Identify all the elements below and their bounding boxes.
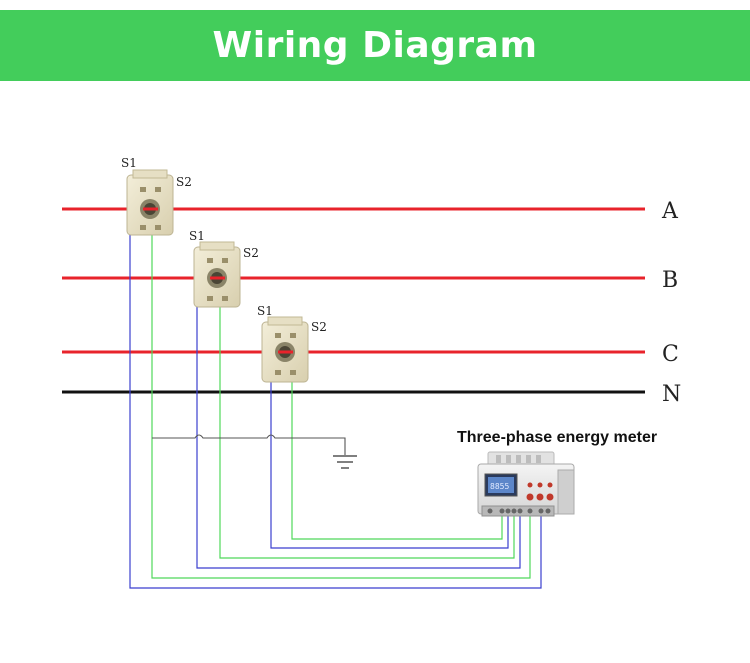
page-title: Wiring Diagram: [212, 25, 538, 66]
s2-wire-a: [151, 232, 531, 579]
ct-c-s2-label: S2: [311, 320, 327, 334]
s1-wire-c: [270, 378, 509, 549]
ct-a-s1-label: S1: [121, 156, 137, 170]
s1-wire-a: [129, 232, 542, 589]
energy-meter: 8855: [477, 451, 575, 517]
s1-wires: [129, 232, 542, 589]
phase-lines: [62, 207, 645, 394]
ground-bus: [152, 434, 346, 455]
ct-b-s1-label: S1: [189, 229, 205, 243]
ct-b-s2-label: S2: [243, 246, 259, 260]
phase-label-b: B: [662, 268, 678, 293]
meter-label: Three-phase energy meter: [457, 429, 657, 446]
meter-display: 8855: [490, 482, 509, 491]
phase-label-c: C: [662, 342, 679, 367]
ground-connection: [152, 434, 357, 469]
ct-a-s2-label: S2: [176, 175, 192, 189]
current-transformer-c: [261, 316, 309, 383]
phase-label-n: N: [662, 382, 681, 407]
title-banner: Wiring Diagram: [0, 10, 750, 81]
current-transformer-b: [193, 241, 241, 308]
s1-wire-b: [196, 305, 521, 569]
s2-wires: [151, 232, 531, 579]
current-transformer-a: [126, 169, 174, 236]
s2-wire-b: [219, 305, 515, 559]
ct-c-s1-label: S1: [257, 304, 273, 318]
s2-wire-c: [291, 378, 503, 540]
phase-label-a: A: [661, 199, 679, 224]
